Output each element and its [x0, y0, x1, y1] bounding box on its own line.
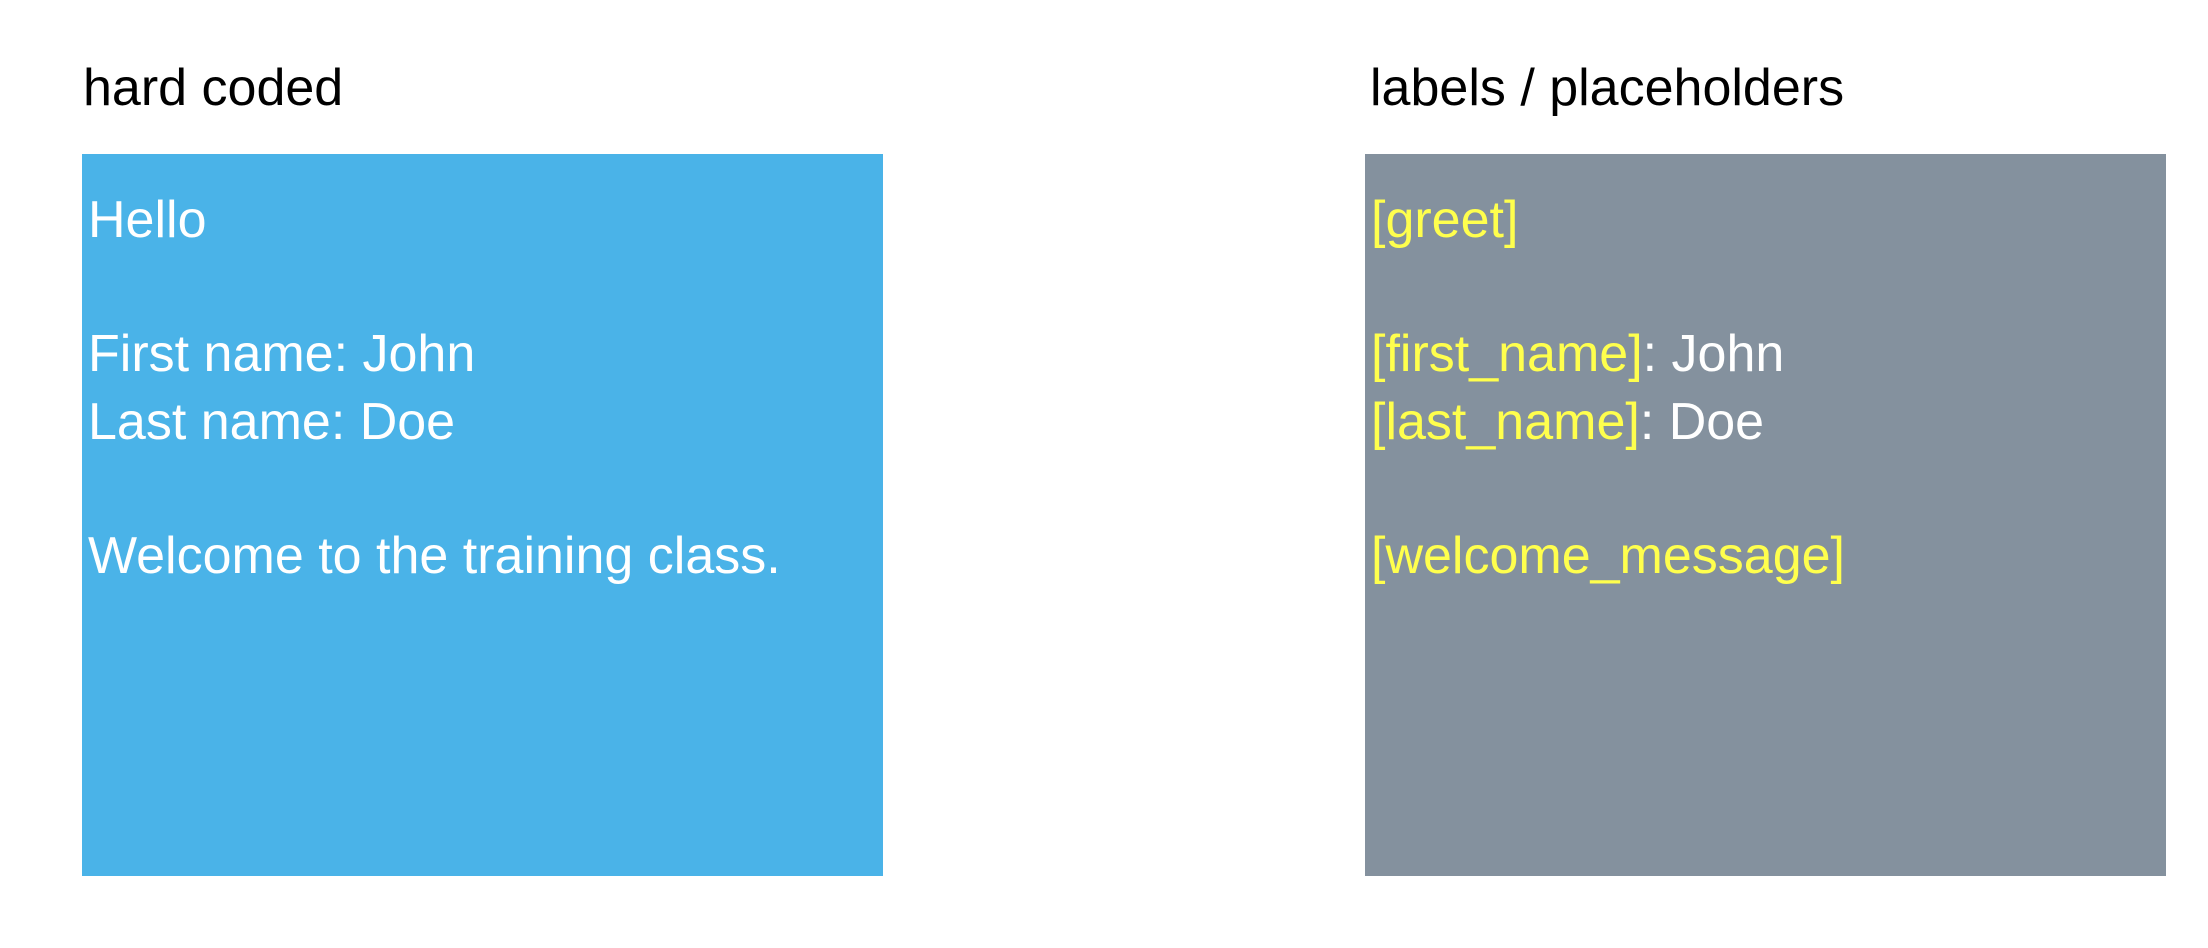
last-name-value: : Doe — [1639, 393, 1765, 451]
spacer — [88, 456, 883, 522]
greet-placeholder: [greet] — [1371, 191, 1519, 249]
first-name-placeholder: [first_name] — [1371, 325, 1643, 383]
spacer — [88, 254, 883, 320]
first-name-value: : John — [1642, 325, 1785, 383]
first-name-value: : John — [333, 325, 476, 383]
hard-coded-panel: Hello First name: John Last name: Doe We… — [82, 154, 883, 876]
placeholders-panel: [greet] [first_name]: John [last_name]: … — [1365, 154, 2166, 876]
last-name-label: Last name — [88, 393, 331, 451]
spacer — [1371, 254, 2166, 320]
first-name-row: [first_name]: John — [1371, 320, 2166, 388]
greeting-text: Hello — [88, 191, 207, 249]
first-name-row: First name: John — [88, 320, 883, 388]
placeholders-title: labels / placeholders — [1370, 59, 1845, 117]
last-name-placeholder: [last_name] — [1371, 393, 1640, 451]
last-name-row: Last name: Doe — [88, 388, 883, 456]
last-name-row: [last_name]: Doe — [1371, 388, 2166, 456]
last-name-value: : Doe — [330, 393, 456, 451]
hard-coded-title: hard coded — [83, 59, 344, 117]
spacer — [1371, 456, 2166, 522]
welcome-message-text: Welcome to the training class. — [88, 527, 781, 585]
welcome-message-placeholder: [welcome_message] — [1371, 527, 1845, 585]
first-name-label: First name — [88, 325, 334, 383]
